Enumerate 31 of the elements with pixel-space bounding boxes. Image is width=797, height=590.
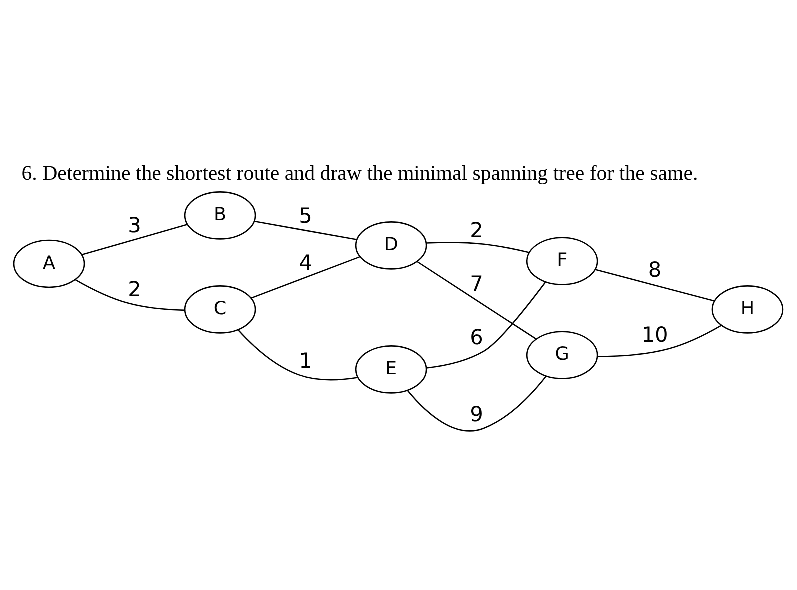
edge-label: 10 xyxy=(642,323,668,348)
node-ellipse: H xyxy=(712,286,784,334)
connector xyxy=(82,224,188,256)
node-ellipse: B xyxy=(184,192,256,240)
edge-label: 2 xyxy=(128,277,142,302)
node-ellipse: C xyxy=(184,286,256,334)
node-ellipse: D xyxy=(355,222,428,270)
edge-label: 8 xyxy=(648,258,662,282)
connector xyxy=(75,279,186,312)
diagram-title: 6. Determine the shortest route and draw the minimal spanning tree for the same. xyxy=(22,161,698,186)
connector xyxy=(598,325,722,358)
node-ellipse: E xyxy=(355,346,428,394)
node-ellipse: A xyxy=(13,240,86,288)
edge-label: 5 xyxy=(299,204,312,228)
edge-label: 9 xyxy=(470,402,484,427)
edge-label: 7 xyxy=(470,272,484,296)
connector xyxy=(238,330,358,381)
node-ellipse: G xyxy=(526,331,598,380)
connector xyxy=(595,269,714,302)
edge-label: 2 xyxy=(470,218,484,243)
connector xyxy=(254,220,357,240)
connector xyxy=(251,256,360,299)
edge-label: 1 xyxy=(299,349,312,374)
edge-label: 4 xyxy=(299,251,312,276)
connector xyxy=(417,261,536,340)
edge-label: 3 xyxy=(128,213,142,238)
connector xyxy=(426,242,530,254)
edge-label: 6 xyxy=(470,326,484,350)
connector xyxy=(426,282,546,369)
connector xyxy=(407,376,547,432)
node-ellipse: F xyxy=(526,237,598,286)
